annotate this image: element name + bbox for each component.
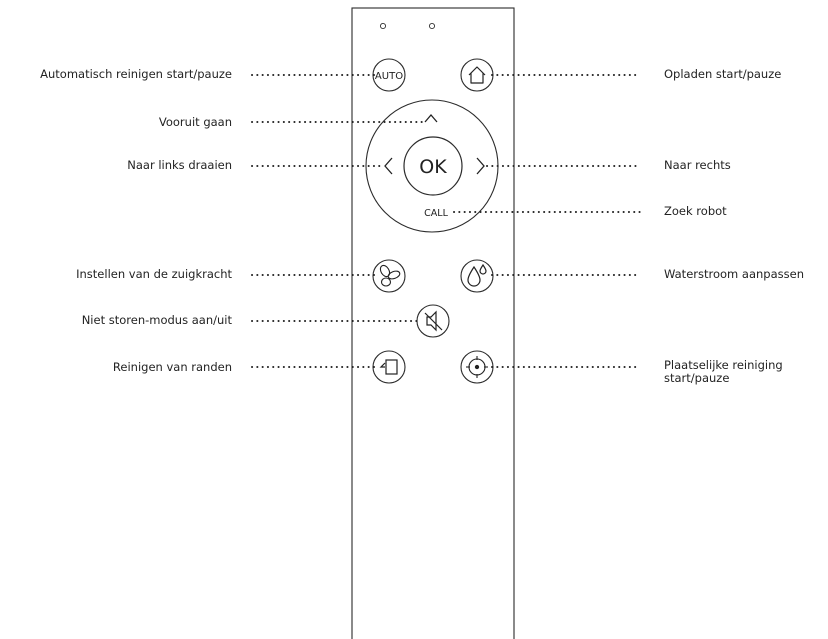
suction-button[interactable] (372, 259, 406, 293)
water-drop-icon (467, 263, 487, 287)
label-suction: Instellen van de zuigkracht (76, 267, 232, 281)
home-icon (468, 66, 486, 84)
label-auto-clean: Automatisch reinigen start/pauze (40, 67, 232, 81)
indicator-light-left (379, 22, 387, 30)
chevron-right-icon (476, 157, 485, 175)
call-button-label: CALL (424, 208, 448, 219)
charge-button[interactable] (460, 58, 494, 92)
left-button[interactable] (384, 157, 393, 175)
indicator-light-right (428, 22, 436, 30)
label-turn-right: Naar rechts (664, 158, 731, 172)
call-button[interactable]: CALL (424, 208, 448, 219)
speaker-mute-icon (424, 310, 443, 332)
label-find-robot: Zoek robot (664, 204, 727, 218)
spot-button[interactable] (460, 350, 494, 384)
water-button[interactable] (460, 259, 494, 293)
up-button[interactable] (424, 114, 438, 123)
auto-button-label: AUTO (375, 71, 403, 82)
label-charge: Opladen start/pauze (664, 67, 782, 81)
ok-button[interactable]: OK (403, 136, 463, 196)
label-do-not-disturb: Niet storen-modus aan/uit (81, 313, 232, 327)
label-edge-clean: Reinigen van randen (112, 360, 232, 374)
edge-clean-icon (379, 359, 398, 375)
chevron-up-icon (424, 114, 438, 123)
label-turn-left: Naar links draaien (127, 158, 232, 172)
target-icon (466, 356, 488, 378)
fan-icon (379, 264, 401, 287)
label-forward: Vooruit gaan (158, 115, 232, 129)
label-spot-clean: Plaatselijke reiniging start/pauze (664, 358, 783, 385)
chevron-left-icon (384, 157, 393, 175)
auto-button[interactable]: AUTO (372, 58, 406, 92)
label-water-flow: Waterstroom aanpassen (664, 267, 804, 281)
ok-button-label: OK (419, 156, 447, 178)
mute-button[interactable] (416, 304, 450, 338)
edge-button[interactable] (372, 350, 406, 384)
right-button[interactable] (476, 157, 485, 175)
